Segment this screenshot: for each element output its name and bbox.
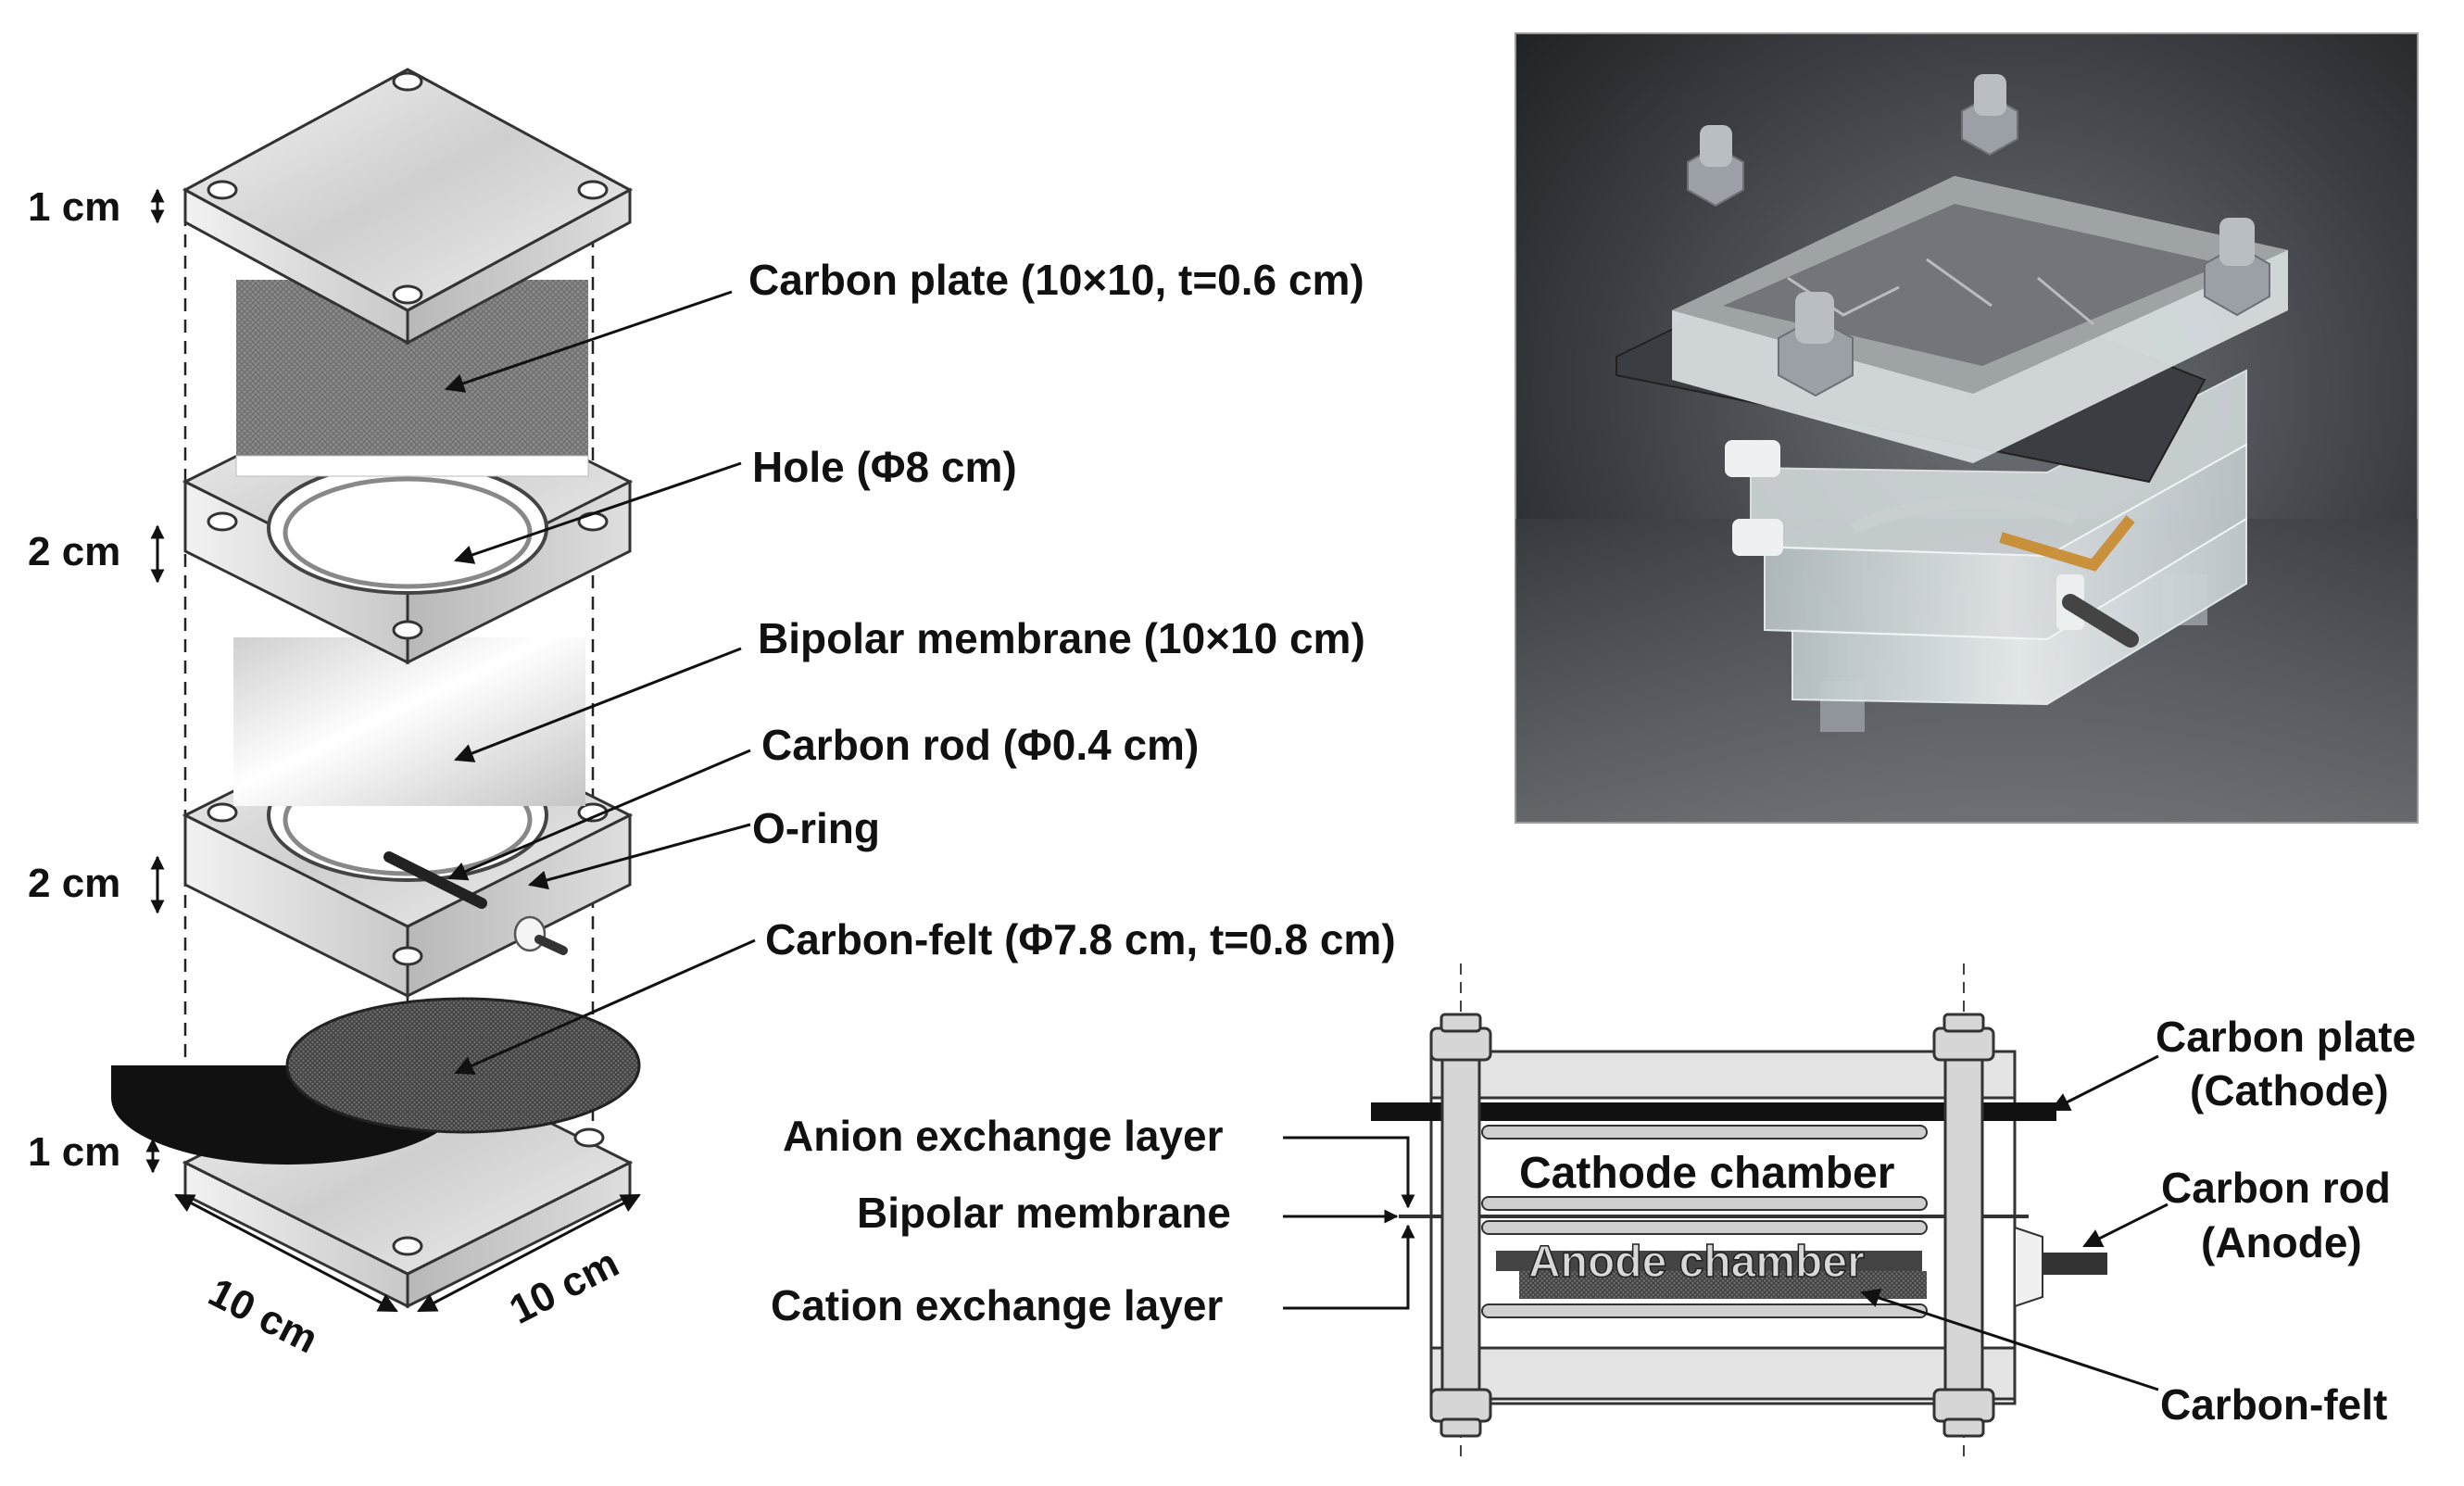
label-cation-exchange-layer: Cation exchange layer bbox=[771, 1281, 1223, 1329]
dim-width-x: 10 cm bbox=[201, 1269, 324, 1362]
label-carbon-plate-cathode-2: (Cathode) bbox=[2190, 1066, 2389, 1114]
label-carbon-felt: Carbon-felt (Φ7.8 cm, t=0.8 cm) bbox=[765, 915, 1396, 963]
label-carbon-rod-anode-2: (Anode) bbox=[2201, 1218, 2362, 1266]
label-bipolar-membrane: Bipolar membrane (10×10 cm) bbox=[758, 614, 1365, 662]
cathode-chamber-label: Cathode chamber bbox=[1519, 1149, 1894, 1198]
label-hole: Hole (Φ8 cm) bbox=[752, 443, 1017, 491]
width-arrows bbox=[174, 1193, 641, 1313]
anode-carbon-rod bbox=[2043, 1253, 2107, 1275]
top-plate bbox=[182, 68, 634, 346]
carbon-felt-section bbox=[1519, 1271, 1927, 1299]
label-carbon-rod-anode-1: Carbon rod bbox=[2161, 1164, 2391, 1212]
cathode-carbon-plate bbox=[1371, 1102, 2056, 1121]
nut-icon bbox=[1961, 74, 2018, 157]
cross-section: Cathode chamber Anode chamber Anion exch… bbox=[771, 963, 2416, 1464]
dim-width-y: 10 cm bbox=[502, 1240, 625, 1333]
label-o-ring: O-ring bbox=[752, 804, 880, 852]
label-anion-exchange-layer: Anion exchange layer bbox=[783, 1112, 1224, 1160]
bolts bbox=[1429, 1013, 1995, 1438]
label-carbon-felt-section: Carbon-felt bbox=[2160, 1380, 2387, 1429]
label-carbon-plate-cathode-1: Carbon plate bbox=[2156, 1013, 2416, 1061]
nozzle-icon bbox=[513, 915, 568, 955]
right-leaders bbox=[1860, 1054, 2169, 1392]
dim-upper-frame: 2 cm bbox=[28, 529, 120, 574]
device-photo bbox=[1515, 32, 2419, 824]
bipolar-membrane-sheet bbox=[233, 637, 585, 806]
carbon-rod-part bbox=[383, 851, 487, 909]
nut-icon bbox=[1778, 292, 1854, 397]
label-carbon-plate: Carbon plate (10×10, t=0.6 cm) bbox=[748, 256, 1364, 304]
nut-icon bbox=[1687, 125, 1744, 208]
anode-chamber-label: Anode chamber bbox=[1528, 1238, 1865, 1287]
thickness-arrows bbox=[145, 188, 165, 1174]
left-leaders bbox=[1283, 1136, 1415, 1310]
exploded-view: 1 cm 2 cm 2 cm 1 cm 10 cm 10 cm Carbon p… bbox=[28, 68, 1396, 1363]
leader-lines bbox=[445, 290, 756, 1075]
label-bipolar-membrane-section: Bipolar membrane bbox=[857, 1189, 1231, 1237]
label-carbon-rod: Carbon rod (Φ0.4 cm) bbox=[761, 721, 1199, 769]
nut-icon bbox=[2204, 218, 2270, 317]
dim-bottom-plate: 1 cm bbox=[28, 1129, 120, 1175]
dim-top-plate: 1 cm bbox=[28, 184, 120, 230]
dim-lower-frame: 2 cm bbox=[28, 861, 120, 906]
